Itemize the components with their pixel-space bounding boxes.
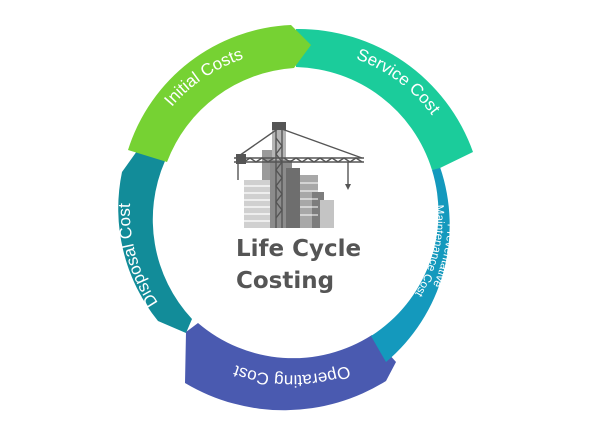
segment-preventative-maintenance-cost (371, 167, 450, 362)
segment-disposal-cost (118, 137, 192, 333)
segment-service-cost (296, 28, 473, 170)
segment-initial-costs (128, 25, 311, 162)
center-title-line1: Life Cycle (236, 236, 361, 262)
segment-operating-cost (185, 323, 396, 411)
center-title-line2: Costing (236, 268, 334, 294)
building-crane-icon (234, 122, 364, 228)
